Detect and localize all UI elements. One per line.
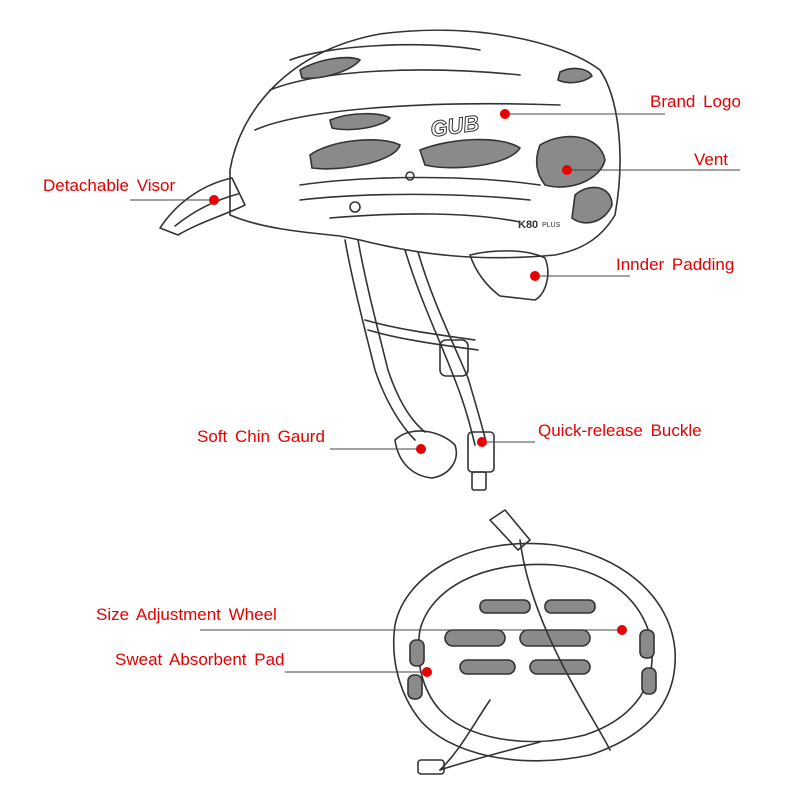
inner-pad [469, 250, 549, 301]
strap-right [404, 249, 476, 446]
helmet-logo-text: GUB [429, 110, 481, 142]
helmet-shell [229, 29, 621, 259]
label-detachable-visor: Detachable Visor [43, 176, 176, 195]
dot-inner-padding [530, 271, 540, 281]
strap-left [344, 239, 416, 441]
label-size-adjustment-wheel: Size Adjustment Wheel [96, 605, 277, 624]
label-inner-padding: Innder Padding [616, 255, 735, 274]
dot-soft-chin-guard [416, 444, 426, 454]
dot-brand-logo [500, 109, 510, 119]
label-brand-logo: Brand Logo [650, 92, 741, 111]
chin-guard [394, 430, 457, 479]
label-vent: Vent [694, 150, 729, 169]
dot-detachable-visor [209, 195, 219, 205]
helmet-inside-shell [392, 542, 676, 762]
side-vent [309, 139, 401, 170]
dot-size-adjustment-wheel [617, 625, 627, 635]
label-quick-release-buckle: Quick-release Buckle [538, 421, 702, 440]
helmet-model-text: K80 [518, 219, 538, 231]
label-soft-chin-guard: Soft Chin Gaurd [197, 427, 325, 446]
dot-sweat-absorbent-pad [422, 667, 432, 677]
dot-vent [562, 165, 572, 175]
label-sweat-absorbent-pad: Sweat Absorbent Pad [115, 650, 285, 669]
helmet-model-suffix: PLUS [542, 222, 561, 229]
dot-quick-release-buckle [477, 437, 487, 447]
main-vent [535, 135, 606, 188]
visor [159, 177, 246, 236]
